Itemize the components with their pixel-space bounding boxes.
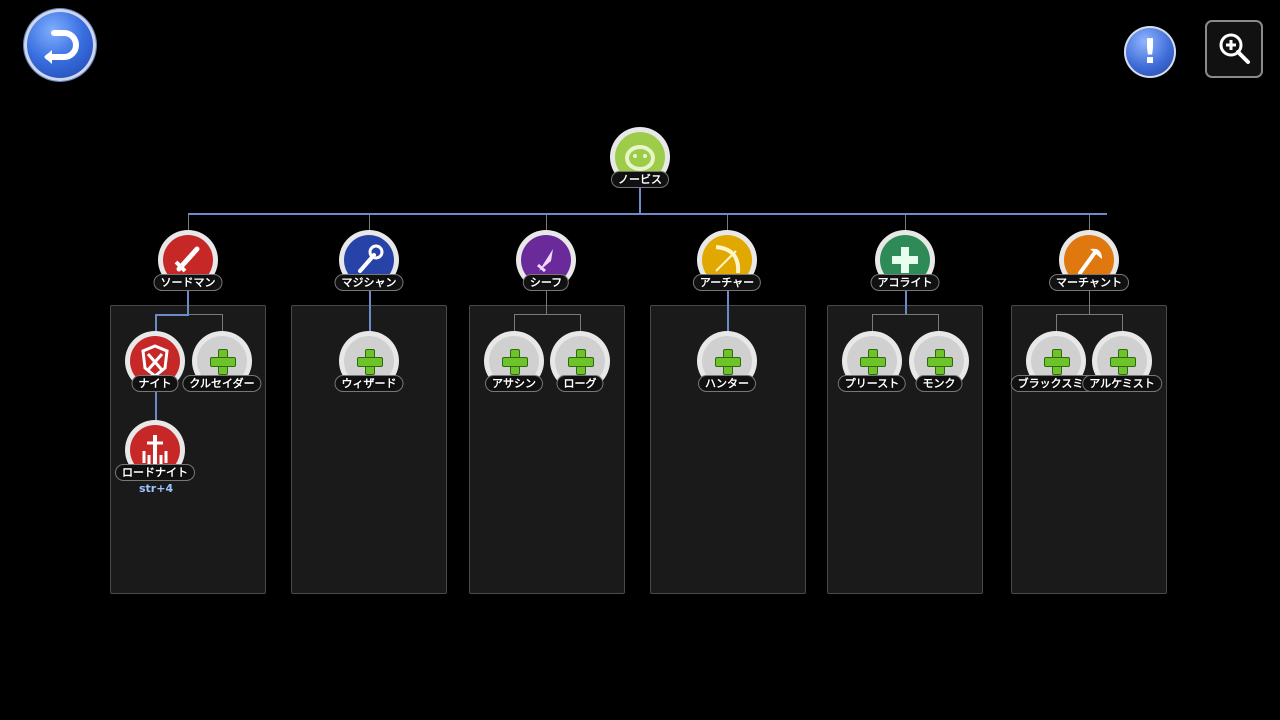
job-node-wizard[interactable]: ウィザード (334, 331, 404, 392)
connector-line (155, 315, 157, 333)
job-node-thief[interactable]: シーフ (516, 230, 576, 291)
job-label: ソードマン (153, 274, 223, 291)
job-node-crusader[interactable]: クルセイダー (182, 331, 262, 392)
job-node-magician[interactable]: マジシャン (334, 230, 404, 291)
connector-line (1122, 314, 1123, 332)
connector-line (222, 315, 223, 331)
job-label: アルケミスト (1082, 375, 1162, 392)
job-label: アコライト (870, 274, 940, 291)
connector-line (187, 290, 189, 315)
job-node-knight[interactable]: ナイト (125, 331, 185, 392)
plus-icon (568, 349, 594, 375)
job-label: モンク (915, 375, 963, 392)
job-label: ノービス (611, 171, 669, 188)
job-node-rogue[interactable]: ローグ (550, 331, 610, 392)
connector-line (1089, 215, 1090, 231)
job-node-lord-knight[interactable]: ロードナイト (115, 420, 195, 481)
plus-icon (927, 349, 953, 375)
plus-icon (1044, 349, 1070, 375)
job-label: ロードナイト (115, 464, 195, 481)
back-button[interactable] (24, 9, 96, 81)
job-node-novice[interactable]: ノービス (610, 127, 670, 188)
connector-line (155, 390, 157, 422)
plus-icon (357, 349, 383, 375)
zoom-button[interactable] (1205, 20, 1263, 78)
zoom-in-icon (1219, 33, 1250, 64)
job-node-alchemist[interactable]: アルケミスト (1082, 331, 1162, 392)
exclamation-icon: ! (1142, 32, 1158, 72)
back-arrow-icon (44, 30, 79, 64)
connector-line (546, 215, 547, 231)
connector-line (872, 314, 873, 332)
connector-line (639, 188, 641, 214)
connector-line (514, 314, 515, 332)
stat-bonus: str+4 (139, 482, 174, 495)
connector-line (369, 290, 371, 332)
connector-line (580, 314, 581, 332)
connector-line (369, 215, 370, 231)
job-node-swordman[interactable]: ソードマン (153, 230, 223, 291)
connector-line (514, 314, 581, 315)
job-label: ナイト (131, 375, 179, 392)
job-node-archer[interactable]: アーチャー (692, 230, 762, 291)
connector-line (1089, 290, 1090, 314)
connector-line (188, 215, 189, 231)
connector-line (938, 314, 939, 332)
job-node-hunter[interactable]: ハンター (697, 331, 757, 392)
plus-icon (502, 349, 528, 375)
connector-line (1056, 314, 1123, 315)
job-node-priest[interactable]: プリースト (837, 331, 907, 392)
job-node-merchant[interactable]: マーチャント (1049, 230, 1129, 291)
connector-line (872, 314, 939, 315)
job-node-acolyte[interactable]: アコライト (870, 230, 940, 291)
job-label: アーチャー (692, 274, 762, 291)
plus-icon (210, 349, 236, 375)
connector-line (155, 314, 189, 316)
connector-line (727, 215, 728, 231)
job-label: ブラックスミス (1010, 375, 1102, 392)
connector-line (546, 290, 547, 314)
job-label: シーフ (522, 274, 570, 291)
job-label: マーチャント (1049, 274, 1129, 291)
connector-line (727, 290, 729, 332)
connector-line (905, 290, 907, 314)
job-node-blacksmith[interactable]: ブラックスミス (1010, 331, 1102, 392)
job-label: アサシン (485, 375, 543, 392)
plus-icon (1110, 349, 1136, 375)
connector-line (189, 314, 223, 315)
job-label: ローグ (556, 375, 604, 392)
job-node-monk[interactable]: モンク (909, 331, 969, 392)
job-label: ハンター (698, 375, 756, 392)
plus-icon (715, 349, 741, 375)
connector-line (905, 215, 906, 231)
plus-icon (860, 349, 886, 375)
job-label: プリースト (837, 375, 907, 392)
job-node-assassin[interactable]: アサシン (484, 331, 544, 392)
job-label: マジシャン (334, 274, 404, 291)
connector-line (188, 213, 1107, 215)
job-label: ウィザード (334, 375, 404, 392)
job-label: クルセイダー (182, 375, 262, 392)
info-button[interactable]: ! (1124, 26, 1176, 78)
connector-line (1056, 314, 1057, 332)
